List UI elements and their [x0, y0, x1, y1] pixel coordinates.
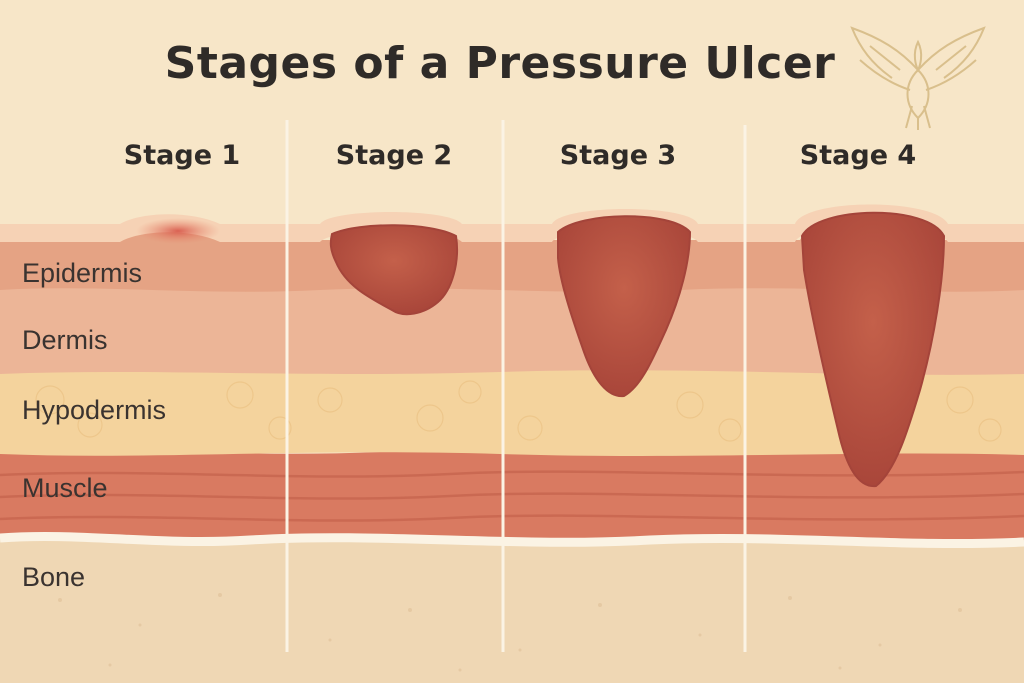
- muscle-fibers: [0, 470, 1024, 522]
- stage-1-redness: [136, 218, 220, 244]
- layer-label-muscle: Muscle: [22, 473, 108, 503]
- skin-surface: [0, 204, 1024, 242]
- stage-4-label: Stage 4: [799, 140, 917, 171]
- diagram-title: Stages of a Pressure Ulcer: [164, 38, 836, 89]
- layer-label-bone: Bone: [22, 562, 86, 592]
- stage-4-wound: [800, 211, 946, 488]
- hypodermis-layer: [0, 368, 1024, 456]
- bone-texture: [58, 593, 962, 672]
- layer-label-hypodermis: Hypodermis: [22, 395, 167, 425]
- stage-2-wound: [329, 224, 458, 316]
- stage-3-wound: [557, 215, 692, 398]
- layer-label-dermis: Dermis: [22, 325, 108, 355]
- dermis-layer: [0, 286, 1024, 375]
- stage-1-label: Stage 1: [123, 140, 241, 171]
- bone-layer: [0, 535, 1024, 683]
- stage-dividers: [285, 120, 747, 652]
- bone-boundary: [0, 531, 1024, 549]
- layer-label-epidermis: Epidermis: [22, 258, 143, 288]
- stage-3-label: Stage 3: [559, 140, 677, 171]
- phoenix-logo-icon: [850, 26, 986, 130]
- stage-2-label: Stage 2: [335, 140, 453, 171]
- hypodermis-cells: [35, 380, 1002, 442]
